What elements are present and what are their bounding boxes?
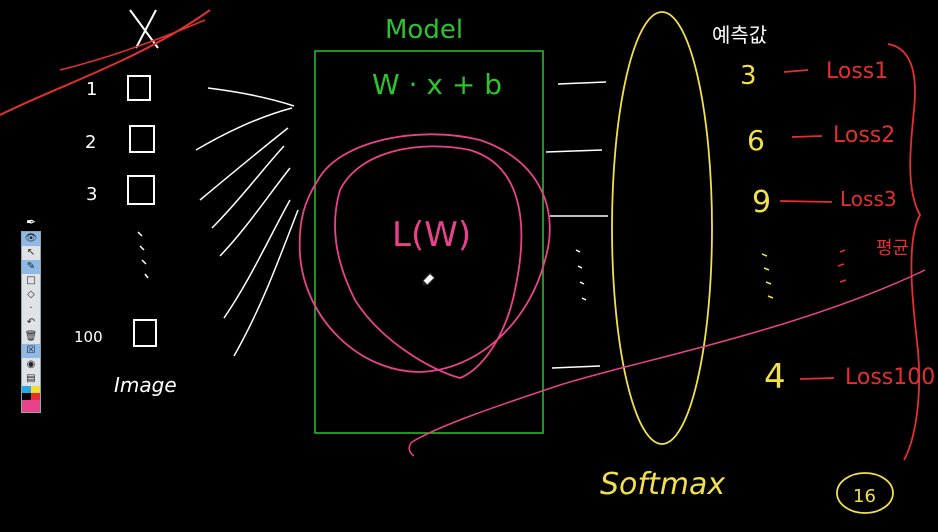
eraser-icon[interactable]: ◇ — [27, 289, 35, 300]
loss-label-1: Loss1 — [826, 59, 888, 84]
eye-icon[interactable]: 👁 — [22, 232, 40, 246]
image-label: Image — [114, 373, 177, 397]
input-lines — [195, 87, 299, 357]
predictions-header: 예측값 — [712, 23, 767, 47]
loss-circles — [298, 133, 551, 379]
loss-label-3: Loss3 — [840, 187, 897, 211]
prediction-value-2: 6 — [747, 124, 765, 157]
image-box-3 — [127, 175, 155, 205]
crossed-box-icon[interactable]: ☒ — [22, 344, 40, 358]
toolbar-tools: 👁 ↖ ✎ □ ◇ · ↶ 🗑 ☒ ◉ ▤ — [21, 231, 41, 413]
color-row-1 — [22, 386, 40, 393]
prediction-ellipsis — [761, 253, 774, 299]
crossed-x-mark — [129, 9, 159, 49]
pen-cursor-icon — [422, 272, 436, 286]
image-index-3: 3 — [86, 184, 97, 205]
color-swatch-blue[interactable] — [22, 386, 31, 393]
prediction-value-4: 4 — [764, 357, 786, 397]
page-marker-circle — [836, 472, 894, 514]
page-marker: 16 — [853, 486, 876, 507]
feedback-arrow — [408, 269, 926, 457]
clipboard-icon[interactable]: ▤ — [26, 373, 36, 384]
trash-icon[interactable]: 🗑 — [24, 331, 38, 342]
output-ellipsis — [575, 249, 587, 301]
red-strike-line-2 — [59, 19, 206, 71]
image-index-100: 100 — [74, 328, 103, 346]
red-strike-line — [0, 9, 211, 116]
highlighter-icon[interactable]: ✎ — [22, 260, 40, 274]
dot-icon[interactable]: · — [29, 303, 33, 314]
image-box-2 — [129, 125, 155, 153]
color-swatch-yellow[interactable] — [31, 386, 40, 393]
color-swatch-pink[interactable] — [22, 400, 40, 412]
image-index-1: 1 — [86, 79, 97, 100]
image-box-1 — [127, 75, 151, 101]
loss-function-label: L(W) — [392, 215, 471, 255]
loss-dashes — [779, 69, 835, 380]
image-index-2: 2 — [85, 132, 96, 153]
undo-icon[interactable]: ↶ — [26, 317, 36, 328]
softmax-ellipse — [611, 11, 713, 445]
camera-icon[interactable]: ◉ — [26, 359, 36, 370]
color-row-2 — [22, 393, 40, 400]
prediction-value-1: 3 — [740, 61, 757, 91]
loss-brace — [887, 43, 922, 461]
rectangle-icon[interactable]: □ — [26, 275, 36, 286]
loss-label-2: Loss2 — [833, 123, 895, 148]
color-swatch-red[interactable] — [31, 393, 40, 400]
color-swatch-black[interactable] — [22, 393, 31, 400]
softmax-label: Softmax — [600, 467, 725, 502]
model-title: Model — [385, 15, 463, 45]
pen-icon[interactable]: ✒ — [25, 215, 37, 229]
loss-label-100: Loss100 — [845, 365, 935, 390]
cursor-icon[interactable]: ↖ — [26, 247, 36, 258]
drawing-toolbar: ✒ 👁 ↖ ✎ □ ◇ · ↶ 🗑 ☒ ◉ ▤ — [21, 213, 41, 413]
image-box-100 — [133, 319, 157, 347]
average-label: 평균 — [876, 238, 909, 259]
image-ellipsis — [137, 231, 149, 279]
output-lines — [545, 81, 608, 369]
prediction-value-3: 9 — [752, 185, 771, 220]
model-equation: W · x + b — [372, 68, 502, 101]
loss-ellipsis — [837, 249, 847, 283]
